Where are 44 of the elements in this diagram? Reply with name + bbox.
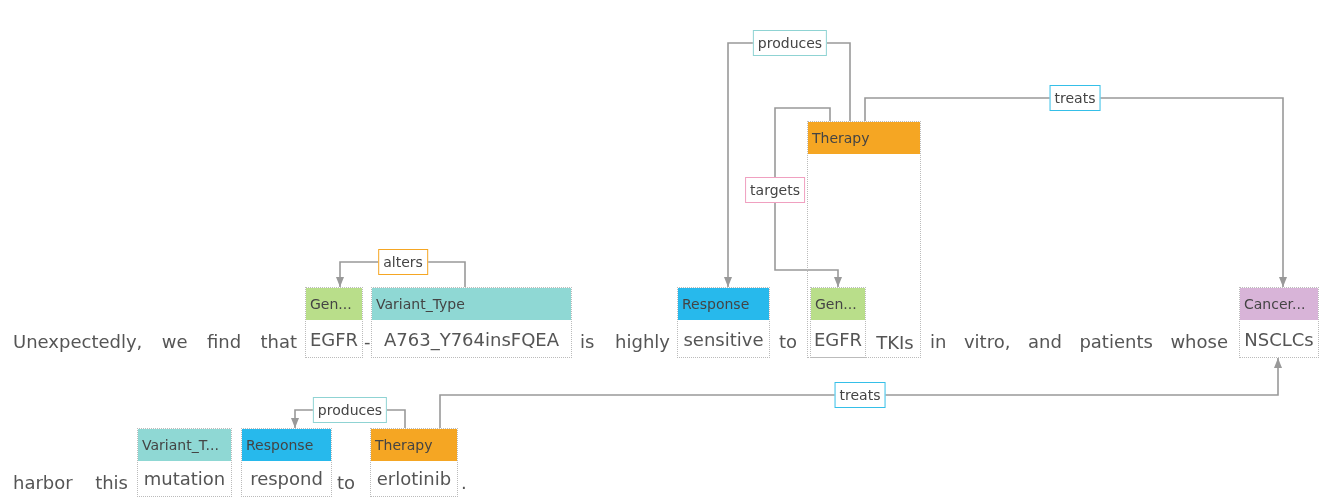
arrow [864,97,1287,288]
entity-type-label: Response [242,429,331,461]
annotation-span [305,287,363,358]
entity-type-label: Cancer... [1240,288,1318,320]
entity-type-label: Variant_T... [138,429,231,461]
entity-type-label: Therapy [371,429,457,461]
token-text: NSCLCs [1243,328,1315,352]
entity-type-label: Gen... [811,288,865,320]
token-text: A763_Y764insFQEA [383,328,560,353]
annotation-span [807,121,921,358]
token-text: erlotinib [375,467,453,491]
edge-label: produces [752,30,828,56]
entity-type-label: Therapy [808,122,920,154]
arrow [439,357,1282,429]
sentence-text: to [779,330,799,354]
token-text: TKIs [875,331,915,355]
edge-label: treats [1049,85,1101,111]
sentence-text: to [337,471,357,495]
token-text: sensitive [682,328,765,352]
sentence-text: in vitro, and patients whose [930,330,1228,354]
edge-label: targets [745,177,805,203]
annotation-span [137,428,232,497]
token-text: respond [249,467,324,491]
sentence-text: - [364,330,372,354]
annotation-span [1239,287,1319,358]
annotation-span [241,428,332,497]
sentence-text: . [461,471,468,495]
entity-type-label: Variant_Type [372,288,571,320]
token-text: mutation [142,467,227,491]
edge-label: treats [834,382,886,408]
edge-label: alters [378,249,428,275]
annotation-span [371,287,572,358]
token-text: EGFR [812,328,864,352]
entity-type-label: Gen... [306,288,362,320]
sentence-text: is highly [580,330,670,354]
sentence-text: Unexpectedly, we find that [13,330,297,354]
annotation-span [370,428,458,497]
token-text: EGFR [308,328,360,352]
arrow [774,107,842,288]
annotation-span [810,287,866,358]
entity-type-label: Response [678,288,769,320]
sentence-text: harbor this [13,471,128,495]
edge-label: produces [312,397,388,423]
annotation-span [677,287,770,358]
